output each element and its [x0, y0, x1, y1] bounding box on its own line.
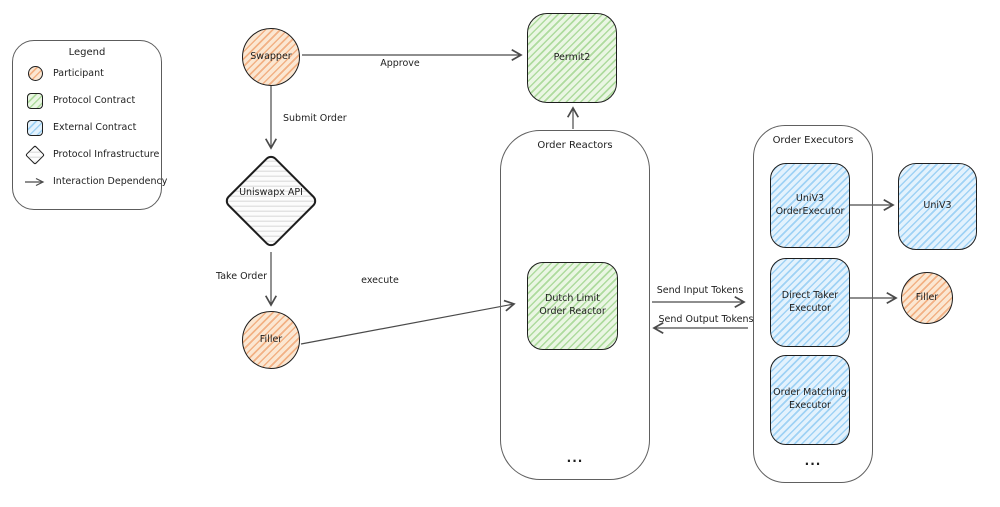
node-label-line2: Order Reactor — [539, 306, 606, 317]
interaction-dependency-arrow-icon — [24, 177, 46, 187]
node-label-line1: UniV3 — [795, 192, 825, 204]
node-label-line1: Direct Taker — [781, 289, 839, 301]
node-label: Filler — [259, 333, 283, 345]
reactors-ellipsis: ... — [566, 451, 584, 465]
node-label-line2: OrderExecutor — [775, 205, 845, 217]
node-label-line2: Executor — [789, 400, 831, 411]
node-label-line1: Uniswapx — [239, 187, 285, 198]
node-label: Swapper — [250, 50, 292, 62]
node-label-line2: API — [287, 187, 303, 198]
node-swapper: Swapper — [242, 28, 300, 86]
legend-item-label: Protocol Infrastructure — [53, 149, 160, 160]
legend-panel: Legend Participant Protocol Contract Ext… — [12, 40, 167, 210]
container-title: Order Reactors — [537, 140, 613, 151]
edge-label-execute: execute — [361, 275, 399, 286]
legend-item-label: Participant — [53, 68, 104, 79]
node-univ3-order-executor: UniV3 OrderExecutor — [770, 163, 850, 248]
protocol-contract-icon — [24, 92, 46, 109]
node-filler-left: Filler — [242, 311, 300, 369]
container-order-reactors: Order Reactors ... — [500, 130, 650, 480]
node-permit2: Permit2 — [527, 13, 617, 103]
node-label-line1: Dutch Limit — [545, 293, 600, 305]
executors-ellipsis: ... — [804, 454, 822, 468]
node-label-line1: Order Matching — [773, 387, 847, 399]
edge-label-send-output-tokens: Send Output Tokens — [658, 314, 754, 325]
edge-label-take-order: Take Order — [216, 271, 268, 282]
edge-label-send-input-tokens: Send Input Tokens — [656, 285, 744, 296]
node-label: Permit2 — [553, 51, 591, 63]
external-contract-icon — [24, 119, 46, 136]
legend-title: Legend — [68, 47, 106, 58]
node-label: Filler — [915, 291, 939, 303]
node-label-line2: Executor — [789, 302, 831, 314]
legend-item-interaction-dependency: Interaction Dependency — [13, 168, 167, 195]
legend-item-protocol-contract: Protocol Contract — [13, 87, 161, 114]
edge-execute — [300, 299, 516, 345]
legend-item-protocol-infrastructure: Protocol Infrastructure — [13, 141, 161, 168]
node-uniswapx-api-shape — [222, 152, 320, 250]
edge-label-approve: Approve — [380, 58, 420, 69]
node-order-matching-executor: Order Matching Executor — [770, 355, 850, 445]
legend-item-label: Protocol Contract — [53, 95, 136, 106]
legend-item-label: External Contract — [53, 122, 137, 133]
legend-item-external-contract: External Contract — [13, 114, 161, 141]
node-direct-taker-executor: Direct Taker Executor — [770, 258, 850, 347]
legend-item-participant: Participant — [13, 60, 161, 87]
node-dutch-limit-order-reactor: Dutch Limit Order Reactor — [527, 262, 618, 350]
participant-circle-icon — [24, 66, 46, 81]
node-univ3: UniV3 — [898, 163, 977, 250]
container-title: Order Executors — [772, 135, 854, 146]
legend-item-label: Interaction Dependency — [53, 176, 168, 187]
node-label: UniV3 — [923, 200, 952, 212]
protocol-infrastructure-icon — [24, 144, 46, 165]
edge-label-submit-order: Submit Order — [283, 113, 347, 124]
container-order-executors: Order Executors ... — [753, 125, 873, 483]
node-filler-right: Filler — [901, 272, 953, 324]
node-uniswapx-api-label: Uniswapx API — [221, 187, 321, 200]
